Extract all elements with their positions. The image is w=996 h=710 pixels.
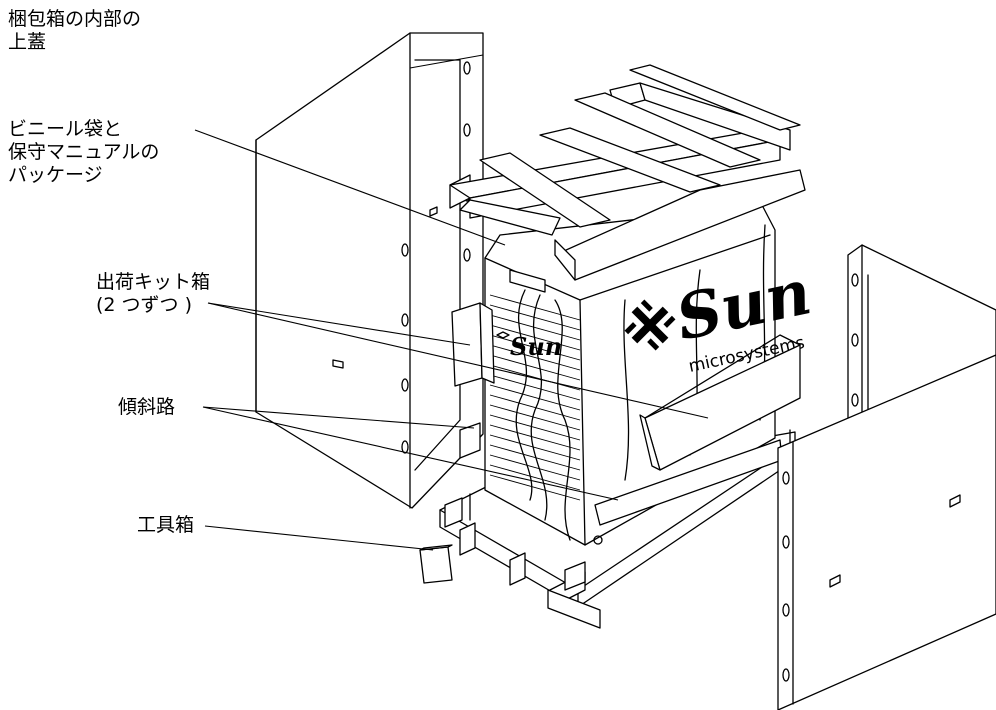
label-ramps: 傾斜路 — [118, 396, 176, 418]
server-front-logo: Sun — [496, 331, 562, 361]
left-lid-panel — [255, 32, 484, 509]
leader-ramp-right — [202, 406, 619, 501]
server-front-wordmark: Sun — [510, 332, 562, 361]
label-top-lid: 梱包箱の内部の 上蓋 — [8, 8, 141, 54]
top-crate-frame — [449, 64, 806, 281]
label-top-lid-line2: 上蓋 — [8, 31, 47, 53]
label-bag-manual-line3: パッケージ — [8, 164, 103, 186]
server-front-vents — [489, 289, 581, 541]
kit-box-left — [451, 302, 495, 387]
label-kit-box-line2: (2 つずつ ) — [96, 294, 192, 316]
leader-bag-manual — [194, 129, 506, 246]
leader-kit-box-left — [207, 302, 471, 346]
label-bag-manual: ビニール袋と 保守マニュアルの パッケージ — [8, 118, 159, 187]
kit-box-right — [639, 334, 801, 471]
label-kit-box: 出荷キット箱 (2 つずつ ) — [96, 271, 210, 317]
right-side-panel — [777, 244, 996, 710]
label-top-lid-line1: 梱包箱の内部の — [8, 8, 142, 30]
leader-kit-box-right — [207, 302, 709, 419]
sun-logo-icon — [624, 299, 676, 351]
tool-box — [419, 544, 453, 584]
label-tool-box: 工具箱 — [137, 514, 195, 536]
label-bag-manual-line2: 保守マニュアルの — [8, 141, 160, 163]
leader-tool-box — [204, 525, 434, 551]
leader-lines — [194, 129, 709, 551]
label-kit-box-line1: 出荷キット箱 — [96, 271, 211, 293]
leader-ramp-left — [202, 406, 475, 429]
label-bag-manual-line1: ビニール袋と — [8, 118, 123, 140]
